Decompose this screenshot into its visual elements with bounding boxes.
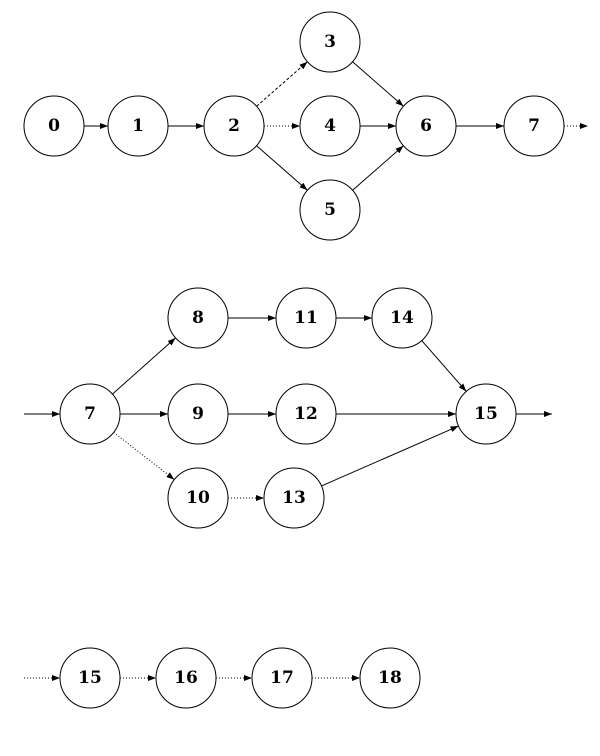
node-s2-n8: 8 — [167, 287, 229, 349]
node-label: 17 — [270, 668, 294, 688]
node-s2-n7: 7 — [59, 383, 121, 445]
node-circle — [395, 95, 457, 157]
edge-1-3-to-6 — [352, 61, 404, 107]
node-s3-n16: 16 — [155, 647, 217, 709]
node-label: 18 — [378, 668, 402, 688]
node-label: 3 — [324, 32, 336, 52]
edge-1-2-to-5 — [256, 145, 308, 191]
node-label: 7 — [528, 116, 540, 136]
node-label: 2 — [228, 116, 240, 136]
node-label: 6 — [420, 116, 432, 136]
edge-2-14-to-15 — [421, 340, 467, 392]
node-circle — [167, 383, 229, 445]
node-circle — [359, 647, 421, 709]
node-s3-n15: 15 — [59, 647, 121, 709]
node-s2-n9: 9 — [167, 383, 229, 445]
node-s3-n17: 17 — [251, 647, 313, 709]
node-s2-n10: 10 — [167, 467, 229, 529]
node-circle — [275, 383, 337, 445]
node-label: 0 — [48, 116, 60, 136]
node-s3-n18: 18 — [359, 647, 421, 709]
node-circle — [503, 95, 565, 157]
node-circle — [263, 467, 325, 529]
node-circle — [275, 287, 337, 349]
node-label: 4 — [324, 116, 336, 136]
node-circle — [59, 383, 121, 445]
node-label: 16 — [174, 668, 198, 688]
node-s2-n13: 13 — [263, 467, 325, 529]
node-circle — [371, 287, 433, 349]
node-circle — [299, 179, 361, 241]
node-s1-n1: 1 — [107, 95, 169, 157]
node-s1-n4: 4 — [299, 95, 361, 157]
node-circle — [59, 647, 121, 709]
node-s1-n2: 2 — [203, 95, 265, 157]
node-label: 15 — [474, 404, 498, 424]
node-label: 11 — [294, 308, 318, 328]
node-s1-n6: 6 — [395, 95, 457, 157]
edge-1-5-to-6 — [352, 145, 404, 191]
edge-2-7-to-10 — [113, 432, 175, 480]
node-circle — [455, 383, 517, 445]
node-circle — [23, 95, 85, 157]
node-circle — [167, 467, 229, 529]
edge-1-2-to-3 — [256, 61, 308, 107]
node-s2-n12: 12 — [275, 383, 337, 445]
node-s1-n0: 0 — [23, 95, 85, 157]
node-s2-n11: 11 — [275, 287, 337, 349]
node-s1-n5: 5 — [299, 179, 361, 241]
edges-layer — [24, 61, 588, 681]
node-label: 13 — [282, 488, 306, 508]
node-circle — [299, 95, 361, 157]
node-label: 7 — [84, 404, 96, 424]
node-label: 14 — [390, 308, 414, 328]
node-circle — [203, 95, 265, 157]
node-label: 15 — [78, 668, 102, 688]
edge-2-13-to-15 — [321, 425, 459, 487]
edge-2-7-to-8 — [112, 337, 176, 395]
node-circle — [251, 647, 313, 709]
node-s1-n7: 7 — [503, 95, 565, 157]
node-circle — [107, 95, 169, 157]
node-label: 9 — [192, 404, 204, 424]
node-label: 1 — [132, 116, 144, 136]
node-label: 5 — [324, 200, 336, 220]
node-s2-n14: 14 — [371, 287, 433, 349]
node-label: 10 — [186, 488, 210, 508]
node-label: 8 — [192, 308, 204, 328]
node-s2-n15: 15 — [455, 383, 517, 445]
node-circle — [299, 11, 361, 73]
node-circle — [155, 647, 217, 709]
node-circle — [167, 287, 229, 349]
node-s1-n3: 3 — [299, 11, 361, 73]
node-label: 12 — [294, 404, 318, 424]
